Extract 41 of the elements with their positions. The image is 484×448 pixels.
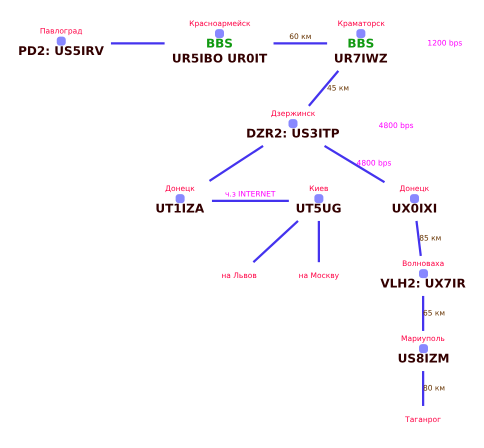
node-label: UT5UG [296,201,342,216]
node-label: Донецк [400,184,430,193]
connector [308,70,340,106]
connector [208,144,264,182]
node-label: UR7IWZ [334,51,388,66]
node-label: DZR2: US3ITP [246,126,340,140]
edge-label: 60 км [289,31,312,40]
edge-label: ч.з INTERNET [225,188,276,198]
node-label: Краматорск [338,18,385,28]
node-label: VLH2: UX7IR [380,276,466,290]
node-label: UT1IZA [155,201,204,216]
node-label: Киев [309,184,328,193]
node-label: Красноармейск [189,18,251,28]
node-label: Донецк [165,184,195,193]
node-label: US8IZM [398,351,450,366]
connector [274,42,328,44]
node-label: Дзержинск [270,108,316,118]
node-label: PD2: US5IRV [18,44,104,58]
connector [252,220,299,263]
connector [324,144,386,183]
node-label: BBS [347,36,374,50]
connector [422,370,424,406]
node-label: UR5IBO UR0IT [172,51,268,66]
node-text: на Львов [221,270,257,280]
node-label: UX0IXI [392,201,438,216]
connector [415,220,422,256]
node-label: Волноваха [402,258,444,268]
edge-label: 45 км [326,82,350,92]
edge-label: 4800 bps [356,158,392,167]
label: 4800 bps [378,120,414,130]
node-label: Павлоград [40,26,82,36]
node-text: Таганрог [405,414,442,424]
connector [212,199,289,202]
connector [318,220,320,262]
connector [110,42,165,44]
connector [422,295,424,330]
label: 1200 bps [427,38,462,47]
node-label: BBS [206,36,233,50]
node-label: Мариуполь [401,334,445,343]
edge-label: 85 км [419,232,442,242]
node-text: на Москву [298,270,340,280]
